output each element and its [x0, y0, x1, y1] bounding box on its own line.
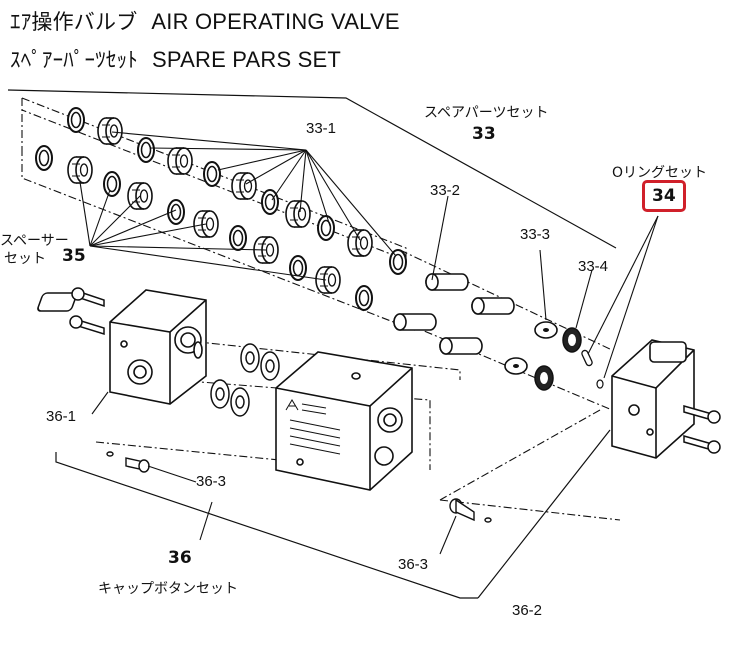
- spare-parts-set-number: 33: [472, 124, 496, 144]
- label-33-1: 33-1: [306, 120, 337, 137]
- subtitle-en: SPARE PARS SET: [152, 47, 342, 72]
- left-bolts: [69, 287, 105, 336]
- spare-parts-set-label: スペアパーツセット: [424, 105, 549, 121]
- seals: [534, 327, 604, 391]
- cap-button-right: [449, 498, 492, 523]
- washers: [504, 321, 558, 375]
- spacer-set-number: 35: [62, 246, 86, 266]
- cap-button-set-number: 36: [168, 548, 192, 568]
- page-subtitle: ｽﾍﾟｱｰﾊﾟｰﾂｾｯﾄ SPARE PARS SET: [10, 44, 341, 74]
- title-jp: ｴｱ操作バルブ: [10, 10, 138, 34]
- left-end-cap: [37, 289, 207, 405]
- title-en: AIR OPERATING VALVE: [151, 9, 400, 34]
- cap-button-left: [106, 451, 150, 473]
- label-36-3-left: 36-3: [196, 473, 227, 490]
- label-36-3-right: 36-3: [398, 556, 429, 573]
- spool-discs: [210, 343, 280, 417]
- pin-row-lower: [393, 313, 483, 355]
- group-brackets: [7, 89, 617, 599]
- cap-button-set-label: キャップボタンセット: [98, 581, 238, 597]
- label-33-3: 33-3: [520, 226, 551, 243]
- page-title: ｴｱ操作バルブ AIR OPERATING VALVE: [10, 6, 400, 36]
- right-bolts: [683, 405, 721, 454]
- spacer-set-label-line1: スペーサー: [0, 233, 69, 249]
- leader-lines: [79, 131, 659, 555]
- pin-row-upper: [425, 273, 515, 315]
- o-ring-set-label: Oリングセット: [612, 165, 708, 181]
- label-36-1: 36-1: [46, 408, 77, 425]
- valve-body: [275, 351, 413, 491]
- subtitle-jp: ｽﾍﾟｱｰﾊﾟｰﾂｾｯﾄ: [10, 48, 138, 72]
- label-33-2: 33-2: [430, 182, 461, 199]
- o-ring-set-number-badge: 34: [642, 180, 686, 212]
- spacer-set-label-line2: セット: [4, 251, 46, 267]
- label-36-2: 36-2: [512, 602, 543, 619]
- right-end-cap: [611, 339, 695, 459]
- label-33-4: 33-4: [578, 258, 609, 275]
